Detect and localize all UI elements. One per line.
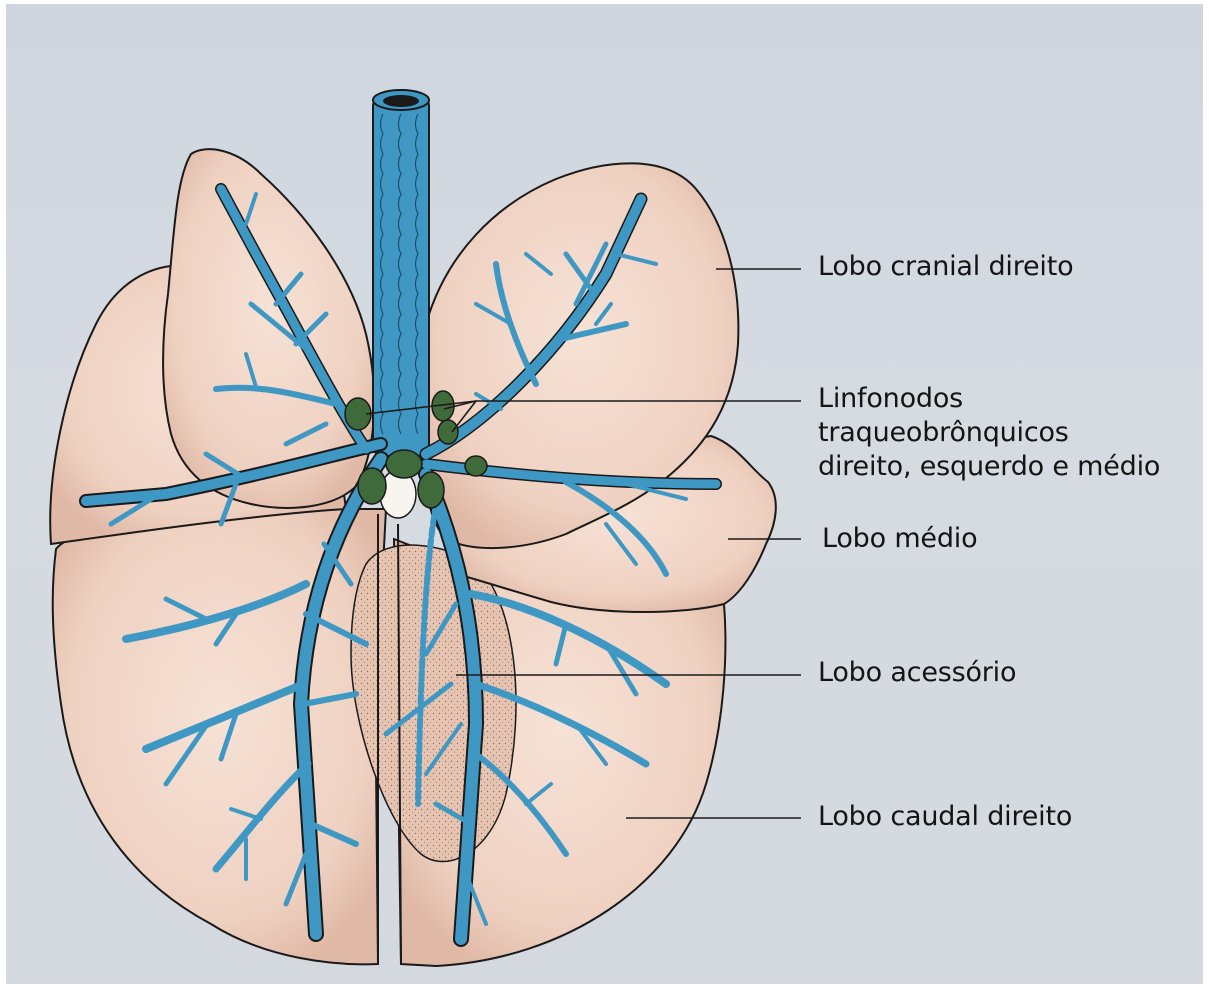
lymph-node-middle-a — [386, 450, 422, 478]
label-lobo-medio: Lobo médio — [822, 522, 977, 556]
trachea — [373, 90, 429, 456]
label-lobo-acessorio: Lobo acessório — [818, 656, 1016, 690]
label-lobo-cranial-direito: Lobo cranial direito — [818, 250, 1073, 284]
label-lobo-caudal-direito: Lobo caudal direito — [818, 800, 1072, 834]
left-caudal-lobe — [53, 509, 386, 964]
label-linfonodos-line1: Linfonodos — [818, 382, 1160, 416]
lymph-node-middle-c — [418, 472, 444, 508]
lymph-node-middle-b — [358, 468, 386, 504]
label-linfonodos-line3: direito, esquerdo e médio — [818, 450, 1160, 484]
label-linfonodos-line2: traqueobrônquicos — [818, 416, 1160, 450]
label-linfonodos: Linfonodos traqueobrônquicos direito, es… — [818, 382, 1160, 484]
lung-illustration — [6, 4, 1203, 984]
lymph-node-far-left — [465, 456, 487, 476]
diagram-frame: Lobo cranial direito Linfonodos traqueob… — [6, 4, 1203, 984]
lymph-node-left-lower — [438, 420, 458, 444]
